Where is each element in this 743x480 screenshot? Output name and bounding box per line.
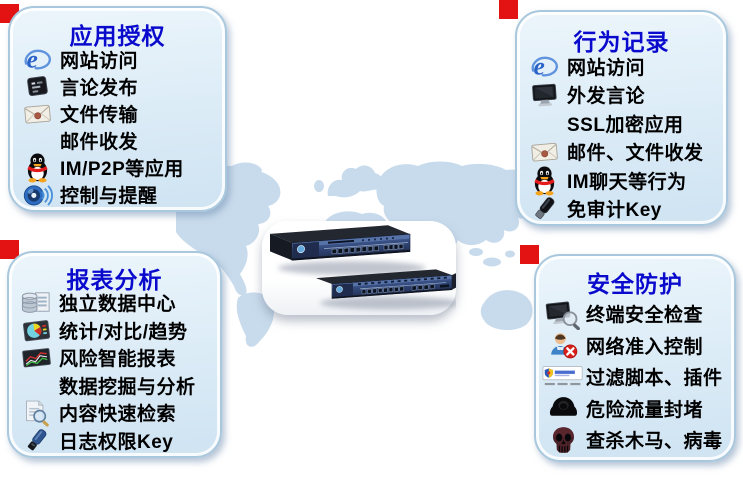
- panel-title: 安全防护: [587, 271, 683, 297]
- hooded-attacker-icon: [540, 393, 586, 424]
- panel-behavior-record: 行为记录 e 网站访问 外发言论 SSL加密应用: [515, 10, 728, 226]
- list-item: 危险流量封堵: [540, 393, 732, 425]
- list-item: IM聊天等行为: [521, 165, 724, 196]
- usb-key-icon: [13, 425, 59, 456]
- feature-label: 独立数据中心: [59, 294, 177, 316]
- database-icon: [13, 286, 59, 319]
- panel-application-authorization: 应用授权 e 网站访问 言论发布 文件传输 邮件收: [8, 6, 227, 212]
- panel-title: 行为记录: [573, 29, 670, 55]
- feature-label: 内容快速检索: [59, 404, 177, 426]
- feature-label: IM聊天等行为: [567, 171, 687, 193]
- svg-text:e: e: [26, 45, 37, 74]
- list-item: 统计/对比/趋势: [13, 317, 218, 345]
- line-chart-icon: [13, 342, 59, 373]
- feature-label: 过滤脚本、插件: [586, 368, 723, 390]
- list-item: SSL加密应用: [521, 109, 724, 138]
- list-item: IM/P2P等应用: [14, 152, 223, 183]
- plugin-banner-icon: [540, 365, 586, 389]
- list-item: 数据挖掘与分析: [13, 372, 218, 400]
- document-search-icon: [13, 397, 59, 428]
- list-item: 终端安全检查: [540, 298, 732, 330]
- appliance-card: [262, 221, 456, 315]
- list-item: 过滤脚本、插件: [540, 361, 732, 393]
- feature-label: 网站访问: [60, 51, 139, 72]
- panel-security-protection: 安全防护 终端安全检查 网络准入控制: [534, 254, 736, 462]
- feature-label: 控制与提醒: [60, 186, 158, 207]
- panel-report-analysis: 报表分析 独立数据中心 统计/对比/趋势: [7, 251, 222, 458]
- feature-label: 网络准入控制: [586, 336, 704, 358]
- list-item: 独立数据中心: [13, 289, 218, 317]
- feature-label: 查杀木马、病毒: [586, 431, 723, 453]
- list-item: 文件传输: [14, 100, 223, 127]
- monitor-icon: [521, 79, 567, 110]
- list-item: 内容快速检索: [13, 399, 218, 427]
- list-item: 免审计Key: [521, 195, 724, 224]
- security-appliances-image: [270, 225, 456, 310]
- qq-penguin-icon: [521, 165, 567, 196]
- feature-label: 言论发布: [60, 78, 139, 99]
- panel-title: 报表分析: [66, 267, 163, 293]
- list-item: 日志权限Key: [13, 427, 218, 455]
- envelope-icon: [521, 136, 567, 167]
- feature-label: 网站访问: [567, 57, 646, 79]
- list-item: 邮件、文件收发: [521, 138, 724, 167]
- list-item: e 网站访问: [521, 51, 724, 82]
- list-item: 邮件收发: [14, 127, 223, 154]
- panel-title: 应用授权: [69, 23, 166, 49]
- feature-label: 文件传输: [60, 105, 139, 126]
- list-item: 查杀木马、病毒: [540, 424, 732, 456]
- list-item: 控制与提醒: [14, 181, 223, 208]
- feature-label: SSL加密应用: [567, 114, 684, 136]
- feature-label: IM/P2P等应用: [60, 159, 184, 180]
- appliance-small: [316, 269, 456, 299]
- speaker-alert-icon: [14, 179, 60, 210]
- appliance-large: [270, 225, 411, 261]
- envelope-icon: [14, 98, 60, 129]
- feature-label: 数据挖掘与分析: [59, 376, 196, 398]
- ie-browser-icon: e: [521, 51, 567, 82]
- red-corner-accent: [0, 240, 19, 259]
- list-item: 言论发布: [14, 73, 223, 100]
- feature-label: 邮件收发: [60, 132, 139, 153]
- keypad-icon: [14, 71, 60, 102]
- svg-text:e: e: [533, 51, 544, 80]
- skull-virus-icon: [540, 424, 586, 455]
- list-item: 风险智能报表: [13, 344, 218, 372]
- user-block-icon: [540, 330, 586, 361]
- terminal-scan-icon: [540, 298, 586, 330]
- red-corner-accent: [499, 0, 518, 19]
- qq-penguin-icon: [14, 152, 60, 183]
- list-item: 外发言论: [521, 81, 724, 110]
- feature-label: 免审计Key: [567, 200, 662, 222]
- feature-label: 邮件、文件收发: [567, 143, 704, 165]
- list-item: 网络准入控制: [540, 330, 732, 362]
- list-item: e 网站访问: [14, 44, 223, 75]
- red-corner-accent: [520, 245, 539, 264]
- feature-label: 统计/对比/趋势: [59, 321, 188, 343]
- feature-label: 外发言论: [567, 86, 646, 108]
- usb-drive-icon: [521, 193, 567, 224]
- ie-browser-icon: e: [14, 44, 60, 75]
- feature-label: 终端安全检查: [586, 305, 704, 327]
- feature-label: 风险智能报表: [59, 349, 177, 371]
- pie-chart-icon: [13, 315, 59, 346]
- feature-label: 危险流量封堵: [586, 399, 704, 421]
- feature-label: 日志权限Key: [59, 431, 174, 453]
